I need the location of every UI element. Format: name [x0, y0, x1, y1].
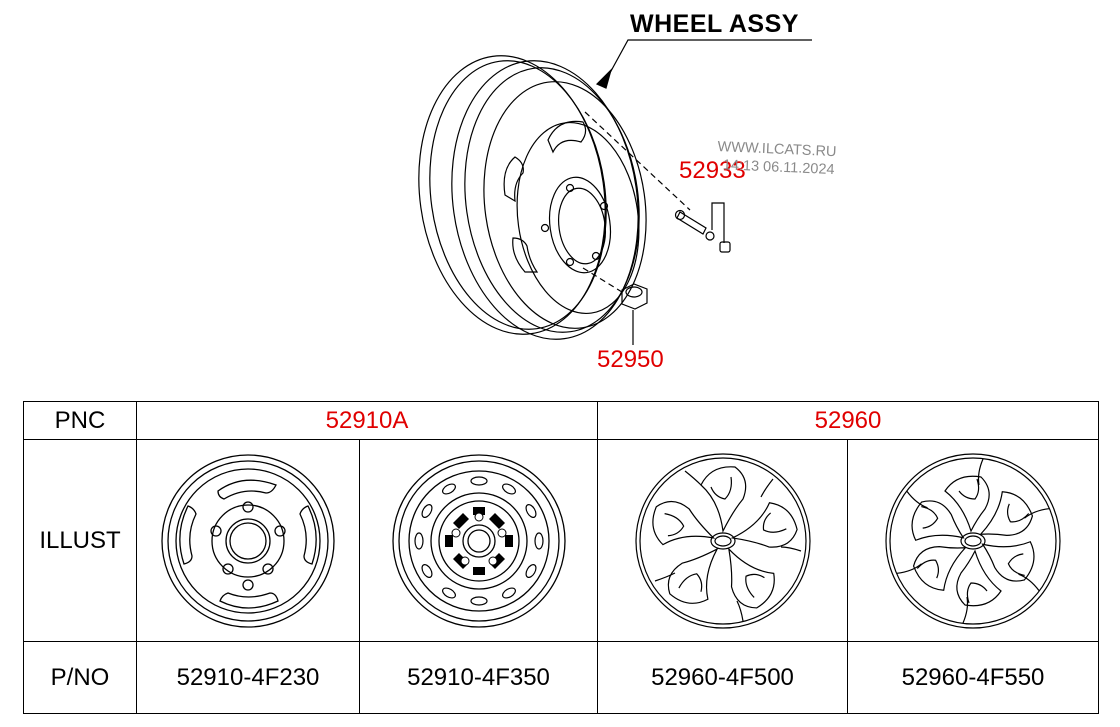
part-number-3[interactable]: 52960-4F500	[597, 641, 848, 714]
pno-row: P/NO 52910-4F230 52910-4F350 52960-4F500…	[23, 641, 1099, 714]
pnc-group-2[interactable]: 52960	[597, 401, 1099, 440]
illust-cell-2[interactable]	[359, 439, 598, 642]
pnc-row: PNC 52910A 52960	[23, 401, 1099, 440]
steel-wheel-round-holes-icon	[391, 453, 566, 628]
illust-header: ILLUST	[23, 439, 137, 642]
pnc-header: PNC	[23, 401, 137, 440]
part-number-2[interactable]: 52910-4F350	[359, 641, 598, 714]
part-number-1[interactable]: 52910-4F230	[136, 641, 360, 714]
wheel-assy-drawing	[418, 39, 812, 345]
exploded-diagram	[418, 39, 812, 345]
pno-header: P/NO	[23, 641, 137, 714]
parts-table: PNC 52910A 52960 ILLUST	[23, 401, 1099, 714]
steel-wheel-slotted-icon	[161, 453, 335, 628]
callout-nut-pnc[interactable]: 52950	[597, 346, 664, 373]
wheel-cover-leaf-alt-icon	[885, 452, 1061, 629]
pnc-group-1[interactable]: 52910A	[136, 401, 598, 440]
illust-cell-4[interactable]	[847, 439, 1099, 642]
illust-row: ILLUST	[23, 439, 1099, 642]
wheel-cover-leaf-icon	[634, 452, 811, 629]
illust-cell-1[interactable]	[136, 439, 360, 642]
diagram-title: WHEEL ASSY	[630, 10, 799, 38]
illust-cell-3[interactable]	[597, 439, 848, 642]
callout-valve-pnc[interactable]: 52933	[679, 157, 746, 184]
part-number-4[interactable]: 52960-4F550	[847, 641, 1099, 714]
watermark: WWW.ILCATS.RU 14:13 06.11.2024	[716, 138, 837, 179]
